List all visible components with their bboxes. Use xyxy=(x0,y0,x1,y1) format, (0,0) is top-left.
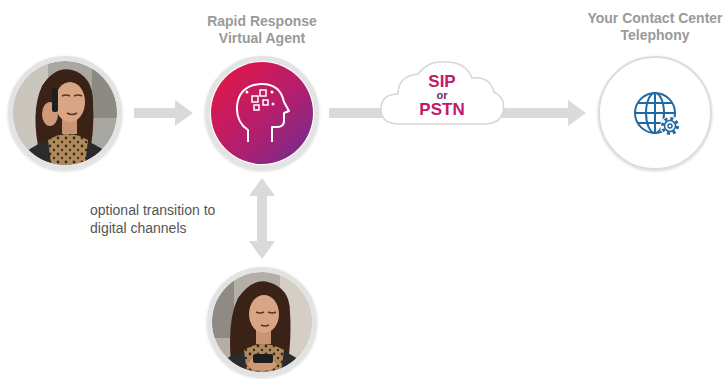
connector xyxy=(134,108,176,118)
data-dot xyxy=(246,91,249,94)
network-cloud: SIPorPSTN xyxy=(378,58,506,128)
gear xyxy=(665,121,676,132)
data-square xyxy=(254,105,259,110)
face-detail xyxy=(256,312,276,326)
digital-user-illustration xyxy=(208,268,318,379)
caller-illustration xyxy=(10,58,122,210)
globe xyxy=(635,93,675,133)
arrow-head xyxy=(249,241,275,259)
node-heading: Your Contact Center Telephony xyxy=(585,10,724,44)
connector-group xyxy=(249,178,275,259)
connector-group xyxy=(498,100,586,126)
digital-user-photo xyxy=(207,267,317,377)
face xyxy=(249,295,279,333)
cloud-outline xyxy=(381,62,504,124)
connector xyxy=(257,195,267,242)
telephony-icon: Your Contact Center Telephony xyxy=(598,56,712,170)
gear-teeth xyxy=(663,119,678,134)
protocol-label: PSTN xyxy=(419,101,464,118)
data-square xyxy=(263,100,268,105)
phone xyxy=(52,88,58,112)
telephony-illustration xyxy=(601,59,709,167)
icon-ground xyxy=(601,59,709,167)
protocol-label: SIP xyxy=(428,73,455,90)
face-detail xyxy=(62,95,82,115)
cloud-label-stack: SIPorPSTN xyxy=(378,58,506,128)
agent-disc xyxy=(211,62,313,164)
face xyxy=(55,82,85,122)
data-square xyxy=(252,96,258,102)
virtual-agent-icon: Rapid Response Virtual Agent xyxy=(205,56,319,170)
connector xyxy=(498,108,569,118)
globe-line xyxy=(654,93,656,133)
data-dot xyxy=(271,91,274,94)
node-heading: Rapid Response Virtual Agent xyxy=(192,13,332,47)
phone xyxy=(253,354,273,363)
caller-photo xyxy=(8,56,122,170)
edge-label: optional transition to digital channels xyxy=(90,201,240,237)
data-square xyxy=(260,90,266,96)
photo-background xyxy=(208,268,318,378)
arrow-head xyxy=(249,178,275,196)
gear-ground xyxy=(660,116,680,136)
arrow-head xyxy=(568,100,586,126)
protocol-label: or xyxy=(437,90,448,101)
head-outline xyxy=(237,84,289,142)
data-dot xyxy=(272,103,275,106)
virtual-agent-illustration xyxy=(211,62,313,164)
arrow-head xyxy=(175,100,193,126)
gear-hub xyxy=(668,124,672,128)
connector-group xyxy=(134,100,193,126)
